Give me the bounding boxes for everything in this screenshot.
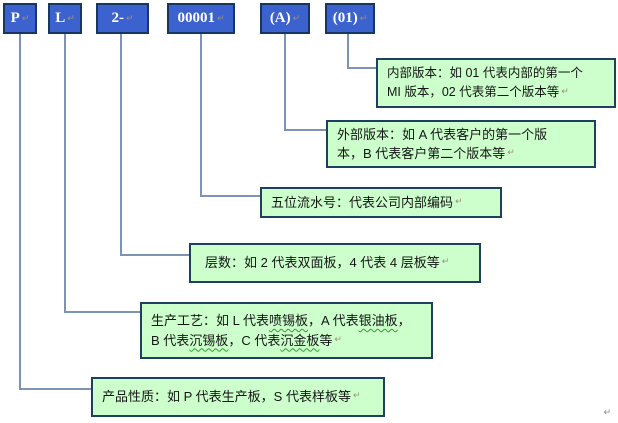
code-box: L↵ xyxy=(48,3,82,34)
paragraph-mark-icon: ↵ xyxy=(507,148,515,158)
callout-text: 内部版本：如 01 代表内部的第一个 xyxy=(387,66,583,81)
connector-vertical xyxy=(19,34,21,390)
code-box: P↵ xyxy=(3,3,37,34)
connector-horizontal xyxy=(19,388,91,390)
paragraph-mark-icon: ↵ xyxy=(603,408,611,418)
connector-horizontal xyxy=(64,311,140,313)
callout-text-line: 五位流水号：代表公司内部编码↵ xyxy=(271,193,495,213)
connector-horizontal xyxy=(284,129,326,131)
paragraph-mark-icon: ↵ xyxy=(455,196,463,207)
connector-vertical xyxy=(64,34,66,313)
connector-vertical xyxy=(284,34,286,131)
paragraph-mark-icon: ↵ xyxy=(352,391,361,402)
code-box-label: P xyxy=(10,10,20,26)
connector-horizontal xyxy=(347,67,376,69)
callout-text-line: 本，B 代表客户第二个版本等↵ xyxy=(337,144,589,164)
callout-text: ，A 代表 xyxy=(308,313,359,328)
callout-text: 本，B 代表客户第二个版本等 xyxy=(337,146,506,161)
paragraph-mark-icon: ↵ xyxy=(292,13,301,24)
code-box-label: (A) xyxy=(269,10,291,26)
callout-text: 外部版本：如 A 代表客户的第一个版 xyxy=(337,126,548,142)
callout-text: ，C 代表 xyxy=(228,332,281,348)
callout-text: 生产工艺：如 L 代表 xyxy=(151,313,269,328)
paragraph-mark-icon: ↵ xyxy=(67,13,75,24)
callout-text-line: 内部版本：如 01 代表内部的第一个 xyxy=(387,64,609,83)
spellcheck-wavy-text: 沉锡板 xyxy=(189,332,229,348)
paragraph-mark-icon: ↵ xyxy=(125,13,134,24)
paragraph-mark-icon: ↵ xyxy=(216,13,225,24)
paragraph-mark-icon: ↵ xyxy=(441,257,450,268)
paragraph-mark-icon: ↵ xyxy=(21,13,30,24)
callout-text: MI 版本，02 代表第二个版本等 xyxy=(387,85,560,99)
callout-text-line: 产品性质：如 P 代表生产板，S 代表样板等↵ xyxy=(102,387,378,407)
spellcheck-wavy-text: 银油板 xyxy=(358,313,398,328)
callout-box-external-version: 外部版本：如 A 代表客户的第一个版本，B 代表客户第二个版本等↵ xyxy=(326,120,596,168)
connector-horizontal xyxy=(200,195,260,197)
callout-text-line: 层数：如 2 代表双面板，4 代表 4 层板等↵ xyxy=(205,253,474,273)
paragraph-mark-icon: ↵ xyxy=(334,334,342,345)
callout-text-line: 生产工艺：如 L 代表喷锡板，A 代表银油板， xyxy=(151,311,426,331)
code-box-label: 00001 xyxy=(177,10,215,26)
spellcheck-wavy-text: 喷锡板 xyxy=(268,313,308,328)
connector-vertical xyxy=(200,34,202,197)
callout-text: 五位流水号：代表公司内部编码 xyxy=(271,194,454,210)
callout-text-line: MI 版本，02 代表第二个版本等↵ xyxy=(387,83,609,102)
spellcheck-wavy-text: 沉金板 xyxy=(280,332,320,348)
code-box: 00001↵ xyxy=(167,3,235,34)
callout-text-line: B 代表沉锡板，C 代表沉金板等↵ xyxy=(151,331,426,351)
callout-box-serial-number: 五位流水号：代表公司内部编码↵ xyxy=(260,187,502,218)
callout-text: 层数：如 2 代表双面板，4 代表 4 层板等 xyxy=(205,255,440,271)
connector-vertical xyxy=(347,34,349,69)
callout-text-line: 外部版本：如 A 代表客户的第一个版 xyxy=(337,125,589,145)
code-box-label: (01) xyxy=(332,10,358,26)
callout-text: 等 xyxy=(319,332,333,348)
paragraph-mark-icon: ↵ xyxy=(561,86,569,97)
callout-text: 产品性质：如 P 代表生产板，S 代表样板等 xyxy=(102,389,351,405)
callout-box-production-process: 生产工艺：如 L 代表喷锡板，A 代表银油板，B 代表沉锡板，C 代表沉金板等↵ xyxy=(140,302,433,359)
callout-box-product-nature: 产品性质：如 P 代表生产板，S 代表样板等↵ xyxy=(91,377,385,417)
paragraph-mark-icon: ↵ xyxy=(359,13,368,24)
code-box: 2-↵ xyxy=(96,3,149,34)
callout-text: B 代表 xyxy=(151,332,190,348)
callout-text: ， xyxy=(397,313,411,328)
code-box-label: 2- xyxy=(111,10,124,26)
connector-horizontal xyxy=(120,254,189,256)
connector-vertical xyxy=(120,34,122,256)
callout-box-internal-version: 内部版本：如 01 代表内部的第一个 MI 版本，02 代表第二个版本等↵ xyxy=(376,58,616,108)
code-box: (01)↵ xyxy=(325,3,375,34)
code-box: (A)↵ xyxy=(260,3,310,34)
callout-box-layer-count: 层数：如 2 代表双面板，4 代表 4 层板等↵ xyxy=(189,243,481,283)
code-box-label: L xyxy=(55,10,66,26)
